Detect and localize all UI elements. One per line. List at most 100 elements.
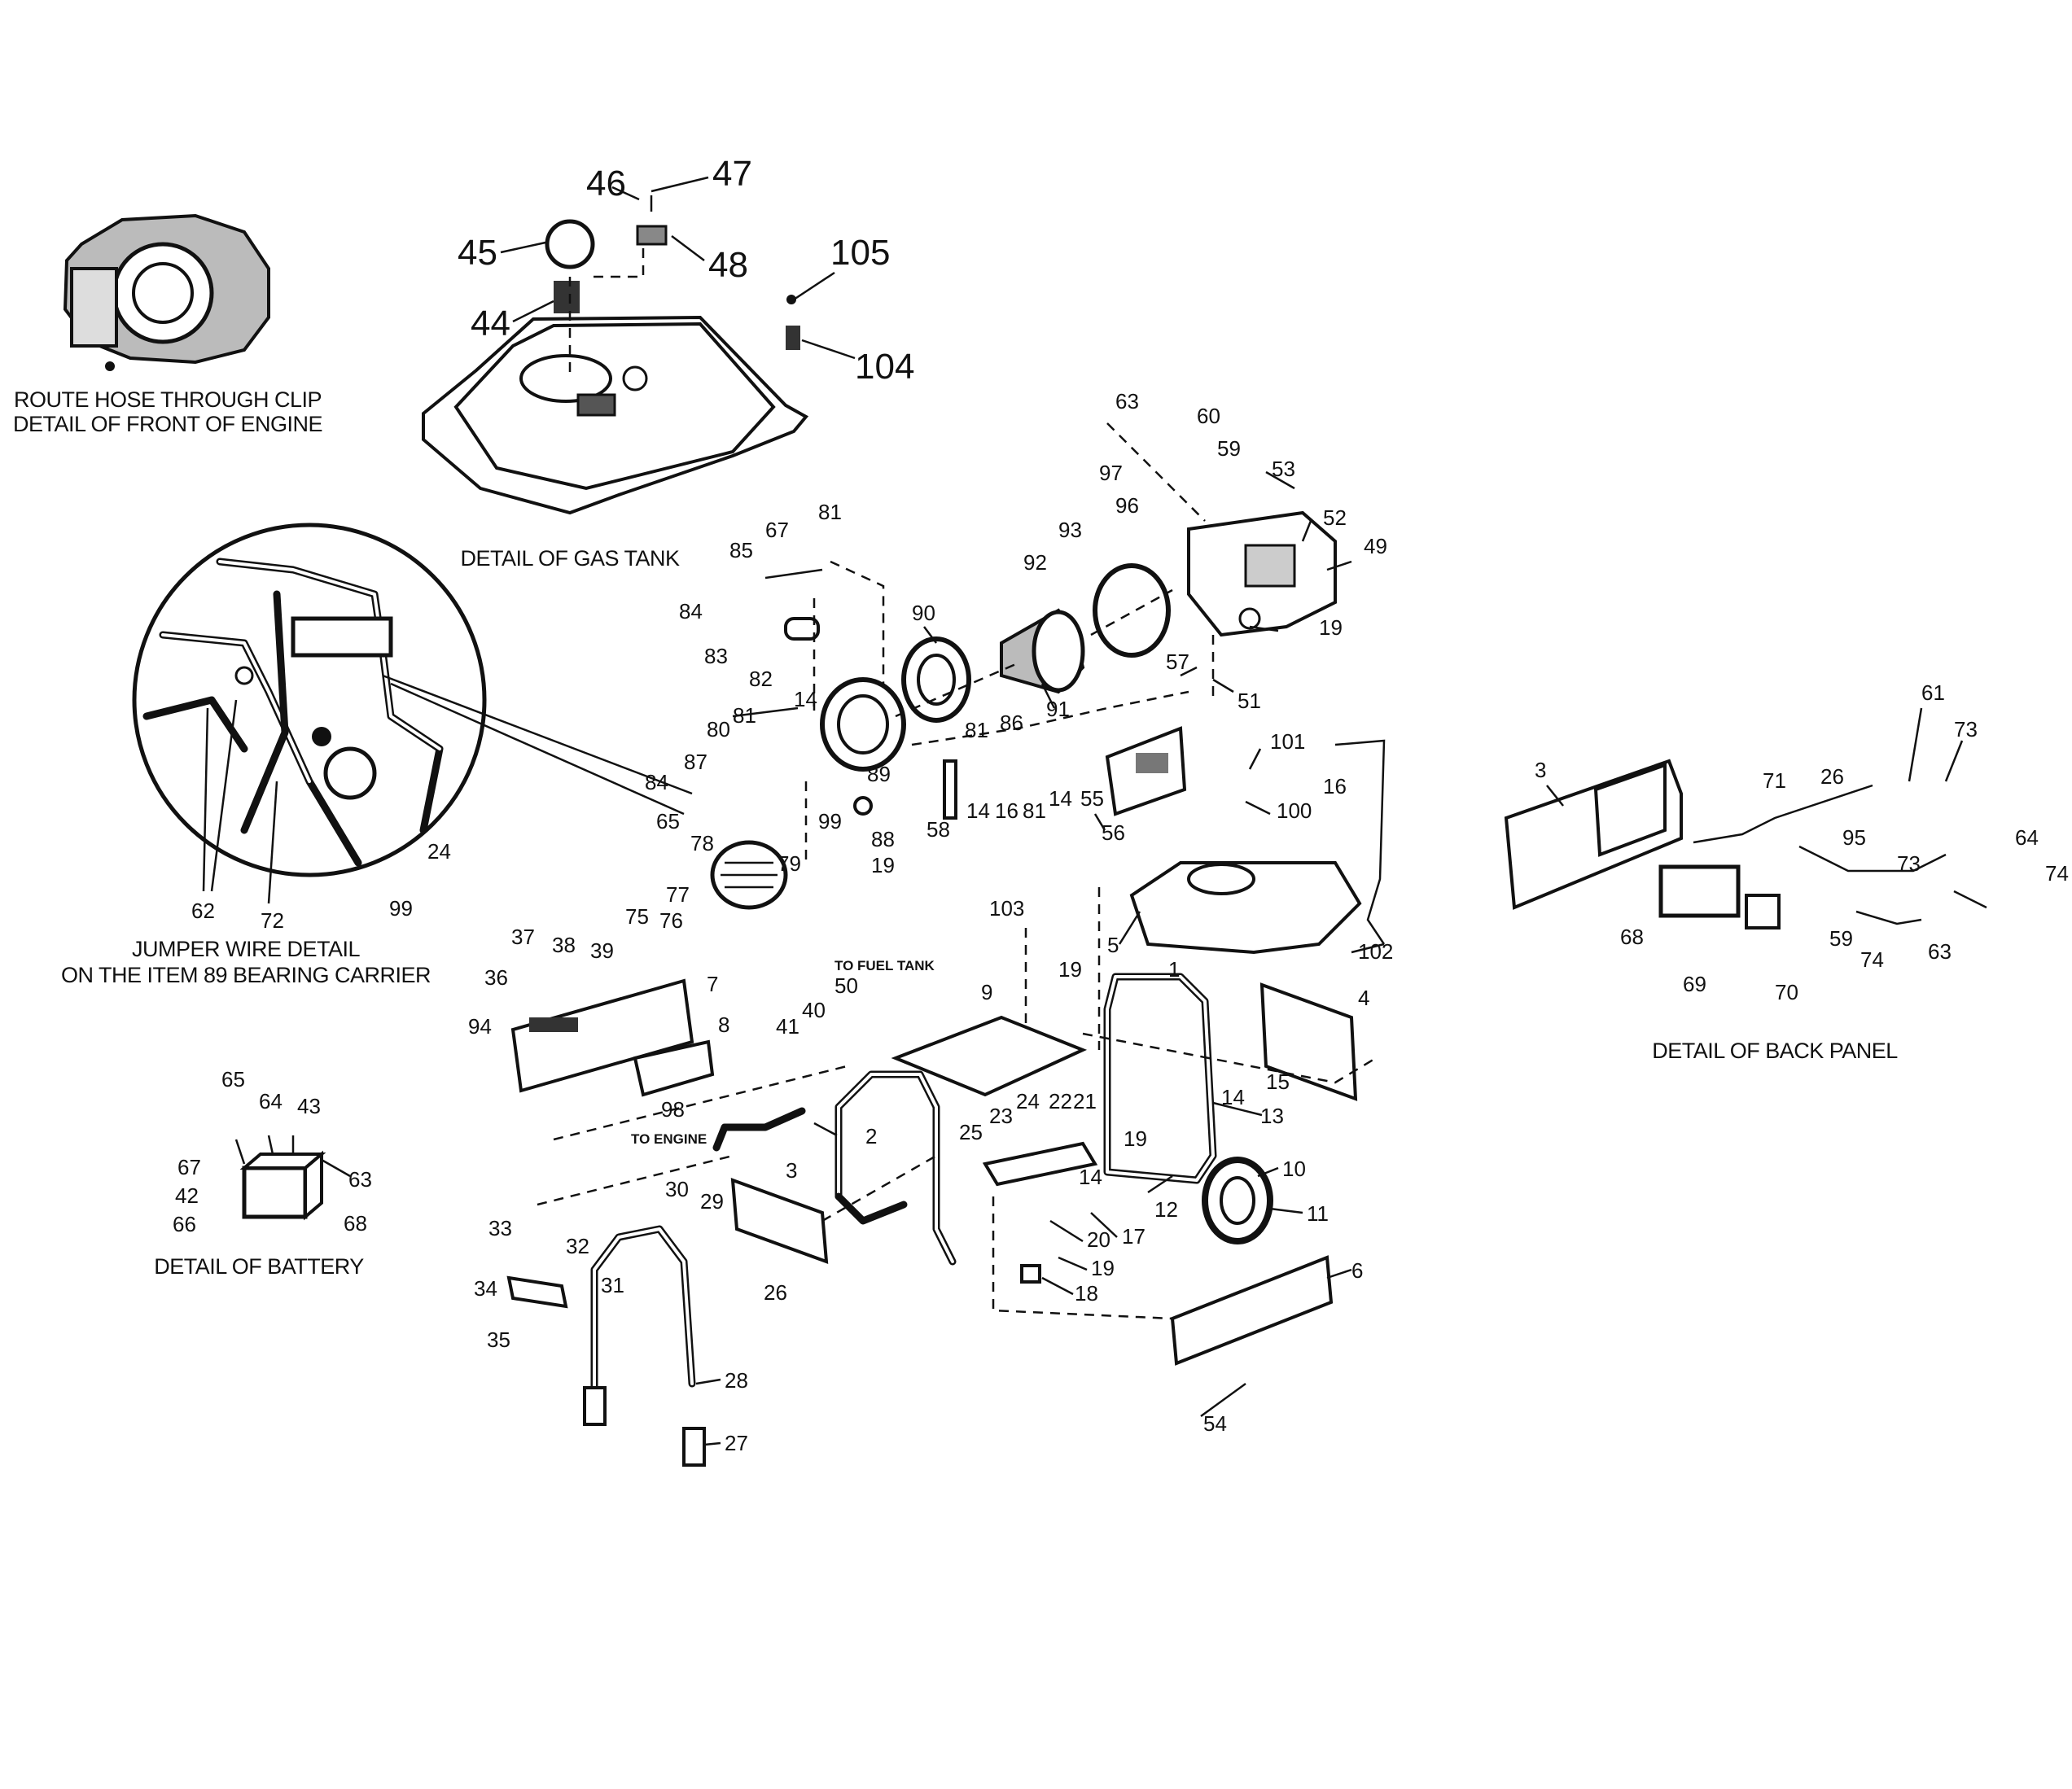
part-label: 56	[1102, 820, 1125, 845]
part-label: 78	[690, 831, 714, 855]
caption-gas-tank: DETAIL OF GAS TANK	[460, 546, 680, 571]
part-label: 25	[959, 1120, 983, 1144]
part-label: 92	[1023, 550, 1047, 575]
part-label: 64	[259, 1089, 283, 1113]
part-label: 81	[818, 500, 842, 524]
part-label: 71	[1763, 768, 1786, 793]
part-label: 87	[684, 750, 707, 774]
caption-back-panel: DETAIL OF BACK PANEL	[1652, 1039, 1898, 1063]
part-label: 93	[1058, 518, 1082, 542]
part-label: 67	[177, 1155, 201, 1179]
part-label: 19	[871, 853, 895, 877]
part-label: 4	[1358, 986, 1369, 1010]
part-label: 7	[707, 972, 718, 996]
part-label: 15	[1266, 1069, 1290, 1094]
part-label: 24	[1016, 1089, 1040, 1113]
part-label: 73	[1954, 717, 1978, 741]
part-label: 18	[1075, 1281, 1098, 1306]
part-label: 54	[1203, 1411, 1227, 1436]
part-number-labels: 46 47 45 48 44 105 104 63 60 59 97 53 96…	[173, 154, 2069, 1455]
part-label: 80	[707, 717, 730, 741]
part-label: 62	[191, 899, 215, 923]
part-label: 29	[700, 1189, 724, 1214]
part-label: 99	[389, 896, 413, 921]
part-label: 22	[1049, 1089, 1072, 1113]
part-label: 65	[221, 1067, 245, 1091]
jumper-wire-detail	[132, 523, 693, 904]
caption-to-engine: TO ENGINE	[631, 1131, 707, 1147]
part-label: 26	[1820, 764, 1844, 789]
part-label: 60	[1197, 404, 1220, 428]
part-label: 10	[1282, 1157, 1306, 1181]
part-label: 20	[1087, 1227, 1110, 1252]
part-label: 101	[1270, 729, 1305, 754]
part-label: 103	[989, 896, 1024, 921]
part-label: 88	[871, 827, 895, 851]
part-label: 28	[725, 1368, 748, 1393]
part-label: 39	[590, 938, 614, 963]
part-label: 59	[1217, 436, 1241, 461]
caption-jumper-2: ON THE ITEM 89 BEARING CARRIER	[61, 963, 431, 987]
part-label: 81	[965, 718, 988, 742]
part-label: 37	[511, 925, 535, 949]
part-label: 31	[601, 1273, 624, 1297]
part-label: 102	[1358, 939, 1393, 964]
part-label: 13	[1260, 1104, 1284, 1128]
caption-front-engine-1: ROUTE HOSE THROUGH CLIP	[14, 387, 322, 412]
part-label: 104	[855, 347, 914, 387]
part-label: 70	[1775, 980, 1798, 1004]
part-label: 99	[818, 809, 842, 833]
part-label: 14	[966, 798, 990, 823]
part-label: 82	[749, 667, 773, 691]
part-label: 57	[1166, 650, 1189, 674]
frame-assembly	[506, 739, 1386, 1467]
part-label: 63	[1928, 939, 1952, 964]
caption-front-engine-2: DETAIL OF FRONT OF ENGINE	[13, 412, 322, 436]
part-label: 27	[725, 1431, 748, 1455]
part-label: 86	[1000, 711, 1023, 735]
caption-battery: DETAIL OF BATTERY	[154, 1254, 364, 1279]
part-label: 19	[1091, 1256, 1115, 1280]
part-label: 2	[865, 1124, 877, 1148]
part-label: 35	[487, 1328, 510, 1352]
part-label: 63	[1115, 389, 1139, 413]
part-label: 89	[867, 762, 891, 786]
part-label: 34	[474, 1276, 497, 1301]
part-label: 81	[1023, 798, 1046, 823]
part-label: 8	[718, 1013, 729, 1037]
part-label: 66	[173, 1212, 196, 1236]
part-label: 41	[776, 1014, 799, 1039]
part-label: 17	[1122, 1224, 1146, 1249]
part-label: 58	[926, 817, 950, 842]
part-label: 84	[679, 599, 703, 623]
part-label: 74	[1860, 947, 1884, 972]
gas-tank-detail	[422, 195, 809, 515]
part-label: 11	[1307, 1201, 1329, 1226]
part-label: 50	[834, 973, 858, 998]
part-label: 85	[729, 538, 753, 562]
part-label: 52	[1323, 505, 1347, 530]
part-label: 14	[1079, 1165, 1102, 1189]
part-label: 51	[1238, 689, 1261, 713]
part-label: 100	[1277, 798, 1312, 823]
part-label: 68	[1620, 925, 1644, 949]
part-label: 83	[704, 644, 728, 668]
part-label: 3	[1535, 758, 1546, 782]
part-label: 44	[471, 304, 510, 343]
part-label: 105	[830, 233, 890, 273]
part-label: 16	[995, 798, 1018, 823]
leader-lines	[500, 176, 1964, 1446]
part-label: 9	[981, 980, 992, 1004]
part-label: 19	[1319, 615, 1343, 640]
caption-jumper-1: JUMPER WIRE DETAIL	[132, 937, 361, 961]
part-label: 48	[708, 245, 748, 285]
part-label: 94	[468, 1014, 492, 1039]
part-label: 3	[786, 1158, 797, 1183]
part-label: 19	[1124, 1126, 1147, 1151]
part-label: 72	[261, 908, 284, 933]
part-label: 69	[1683, 972, 1706, 996]
part-label: 38	[552, 933, 576, 957]
part-label: 90	[912, 601, 935, 625]
part-label: 47	[712, 154, 752, 194]
